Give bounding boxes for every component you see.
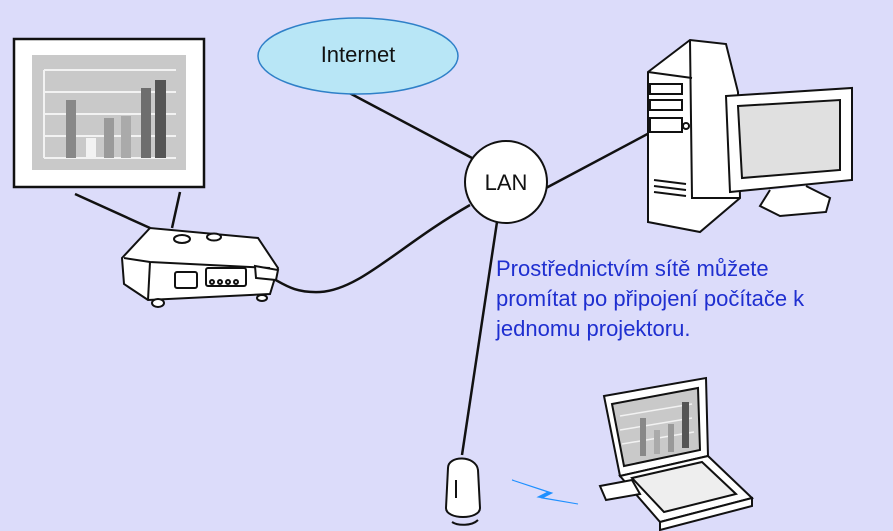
lan-hub: LAN [464, 140, 548, 224]
wireless-access-point-icon [444, 457, 482, 526]
link-lan-desktop [545, 128, 656, 190]
projector-icon [120, 226, 280, 308]
link-lan-access-point [460, 221, 499, 456]
lan-label: LAN [485, 170, 528, 195]
link-lan-projector [271, 203, 471, 294]
wireless-signal-icon [511, 479, 579, 505]
projection-screen-icon [12, 37, 206, 189]
caption-line-3: jednomu projektoru. [496, 316, 691, 341]
connection-lines [74, 86, 656, 456]
caption-line-1: Prostřednictvím sítě můžete [496, 256, 769, 281]
internet-label: Internet [321, 42, 396, 67]
screen-stand-left [74, 192, 151, 230]
desktop-computer-icon [647, 38, 853, 234]
laptop-icon [598, 376, 754, 531]
screen-stand-right [170, 191, 182, 229]
internet-cloud: Internet [257, 17, 459, 95]
network-caption: Prostřednictvím sítě můžete promítat po … [496, 254, 891, 344]
link-internet-lan [339, 86, 473, 160]
caption-line-2: promítat po připojení počítače k [496, 286, 805, 311]
